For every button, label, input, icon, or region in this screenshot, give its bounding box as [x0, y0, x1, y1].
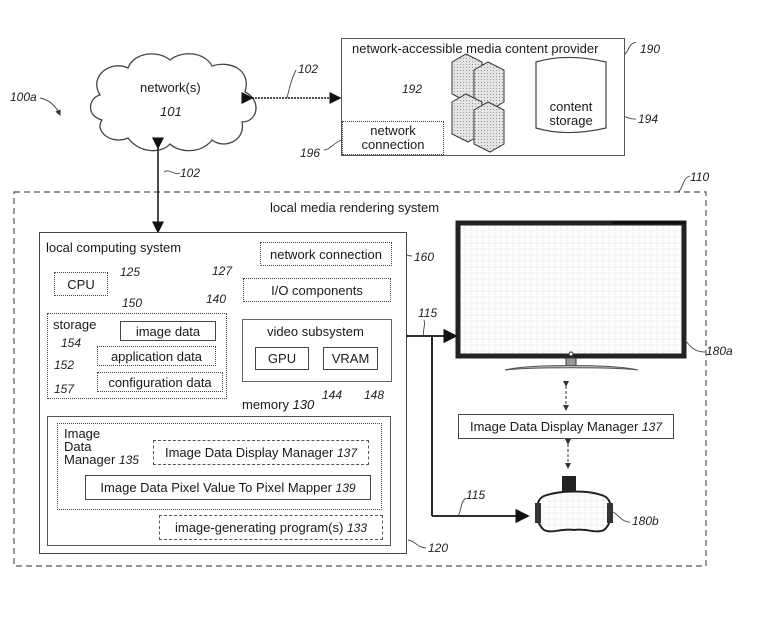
video-subsystem-ref: 140	[206, 292, 227, 306]
storage-item-image-data: image data	[120, 321, 216, 341]
connection-ref-top: 115	[418, 306, 438, 320]
content-provider-ref: 190	[640, 42, 661, 56]
local-computing-system-ref: 120	[428, 541, 449, 555]
io-components-box: I/O components	[243, 278, 391, 302]
image-generating-programs-box: image-generating program(s) 133	[159, 515, 383, 540]
image-generating-programs-label: image-generating program(s)	[174, 520, 344, 535]
content-storage-ref: 194	[638, 112, 659, 126]
external-display-manager-ref: 137	[641, 419, 662, 434]
headset-ref: 180b	[632, 514, 659, 528]
display-manager-box: Image Data Display Manager 137	[153, 440, 369, 465]
display-manager-ref: 137	[336, 445, 357, 460]
idm-ref: 135	[118, 453, 139, 467]
tv-ref: 180a	[706, 344, 733, 358]
storage-item-image-data-ref: 154	[61, 336, 82, 350]
figure-ref: 100a	[10, 90, 37, 104]
memory-label: memory	[242, 397, 289, 412]
tv-display-icon	[455, 220, 687, 371]
image-data-manager-label: Image Data Manager 135	[64, 427, 139, 467]
server-stack-overlay	[451, 53, 607, 153]
storage-item-configuration-data: configuration data	[97, 372, 223, 392]
network-connection-box: network connection	[260, 242, 392, 266]
pixel-mapper-box: Image Data Pixel Value To Pixel Mapper 1…	[85, 475, 371, 500]
storage-item-application-data: application data	[97, 346, 216, 366]
provider-network-connection: network connection	[342, 121, 444, 155]
content-storage-line1: content	[549, 99, 593, 114]
provider-network-connection-line2: connection	[361, 137, 425, 152]
idm-line3: Manager	[64, 452, 116, 467]
video-subsystem-title: video subsystem	[267, 324, 364, 339]
display-manager-label: Image Data Display Manager	[164, 445, 334, 460]
io-components-ref: 127	[212, 264, 233, 278]
memory-ref: 130	[292, 397, 315, 412]
vram-box: VRAM	[323, 347, 378, 370]
content-provider-title: network-accessible media content provide…	[352, 41, 599, 56]
provider-network-connection-ref: 196	[300, 146, 321, 160]
network-ref: 101	[160, 104, 182, 119]
link-ref-bottom: 102	[180, 166, 201, 180]
storage-item-configuration-data-ref: 157	[54, 382, 75, 396]
idm-line1: Image	[64, 426, 101, 441]
vram-ref: 148	[364, 388, 385, 402]
network-label: network(s)	[140, 80, 201, 95]
idm-line2: Data	[64, 439, 92, 454]
storage-ref: 150	[122, 296, 143, 310]
link-ref-top: 102	[298, 62, 319, 76]
external-display-manager-box: Image Data Display Manager 137	[458, 414, 674, 439]
content-storage-label: content storage	[536, 100, 606, 128]
image-generating-programs-ref: 133	[346, 520, 367, 535]
provider-network-connection-line1: network	[370, 123, 416, 138]
network-connection-ref: 160	[414, 250, 435, 264]
storage-item-application-data-ref: 152	[54, 358, 75, 372]
vr-headset-icon	[535, 476, 613, 533]
memory-title: memory 130	[242, 397, 314, 412]
local-media-rendering-ref: 110	[690, 170, 710, 184]
cpu-ref: 125	[120, 265, 141, 279]
connection-ref-bottom: 115	[466, 488, 486, 502]
local-computing-system-title: local computing system	[46, 240, 182, 255]
pixel-mapper-label: Image Data Pixel Value To Pixel Mapper	[100, 480, 332, 495]
gpu-box: GPU	[255, 347, 309, 370]
gpu-ref: 144	[322, 388, 343, 402]
servers-ref: 192	[402, 82, 423, 96]
content-storage-line2: storage	[549, 113, 593, 128]
local-media-rendering-title: local media rendering system	[270, 200, 440, 215]
storage-title: storage	[53, 317, 97, 332]
external-display-manager-label: Image Data Display Manager	[469, 419, 639, 434]
cpu-box: CPU	[54, 272, 108, 296]
pixel-mapper-ref: 139	[335, 480, 356, 495]
